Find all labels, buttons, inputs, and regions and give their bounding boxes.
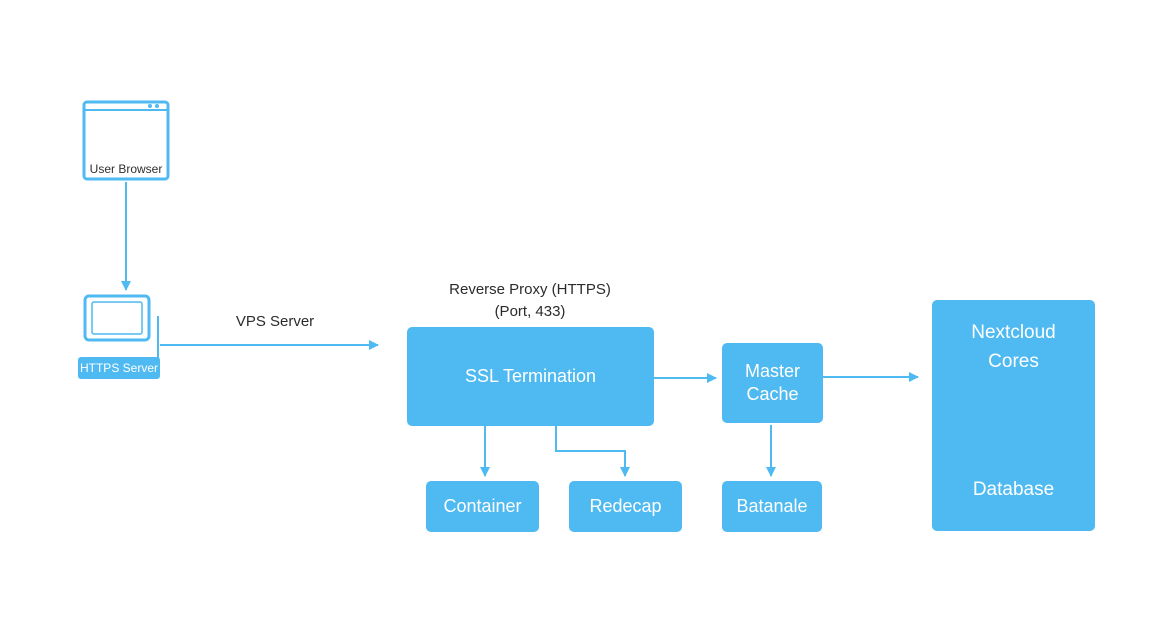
master-cache-line1: Master: [744, 361, 800, 381]
master-cache-node[interactable]: Master Cache: [722, 343, 823, 423]
laptop-icon: [83, 294, 159, 362]
nextcloud-line1: Nextcloud: [971, 322, 1056, 343]
user-browser-label: User Browser: [89, 162, 163, 176]
reverse-proxy-label: Reverse Proxy (HTTPS) (Port, 433): [430, 279, 630, 323]
ssl-termination-node[interactable]: SSL Termination: [407, 327, 654, 426]
batanale-node[interactable]: Batanale: [722, 481, 822, 532]
database-label: Database: [972, 479, 1055, 500]
browser-window-icon: [82, 100, 170, 181]
reverse-proxy-label-line1: Reverse Proxy (HTTPS): [449, 281, 611, 298]
nextcloud-node[interactable]: Nextcloud Cores Database: [932, 300, 1095, 531]
vps-server-label: VPS Server: [235, 313, 315, 330]
edge-ssl-to-redecap: [555, 426, 630, 477]
reverse-proxy-label-line2: (Port, 433): [494, 303, 566, 320]
nextcloud-cores-label: Nextcloud Cores: [932, 318, 1095, 376]
https-server-tag: HTTPS Server: [78, 357, 160, 379]
nextcloud-line2: Cores: [988, 351, 1039, 372]
master-cache-line2: Cache: [746, 384, 799, 404]
container-node[interactable]: Container: [426, 481, 539, 532]
redecap-node[interactable]: Redecap: [569, 481, 682, 532]
